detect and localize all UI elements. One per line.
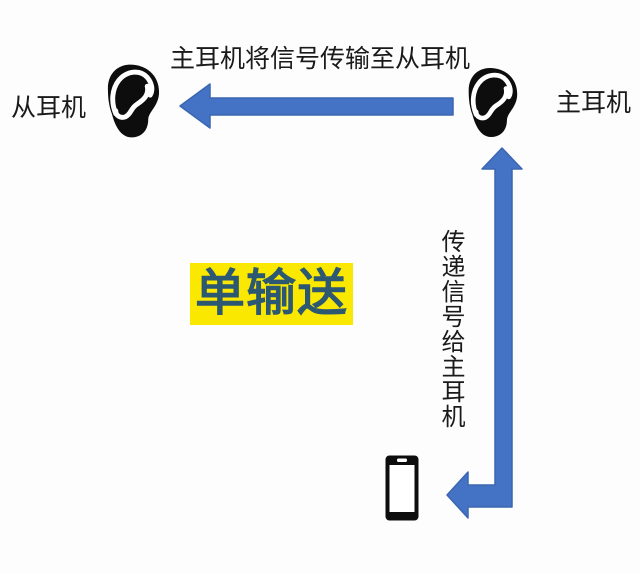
single-transmission-note: 单输送	[190, 263, 353, 325]
up-left-elbow-arrow-icon	[446, 147, 523, 519]
side-arrow-caption: 传递信号给主耳机	[437, 229, 464, 429]
main-earbud-label: 主耳机	[556, 89, 632, 117]
ear-icon	[107, 64, 160, 138]
phone-screen	[389, 465, 415, 512]
smartphone-icon	[385, 455, 419, 521]
slave-earbud-label: 从耳机	[11, 94, 87, 122]
top-arrow-caption: 主耳机将信号传输至从耳机	[169, 45, 470, 73]
phone-speaker-slot	[397, 458, 407, 462]
ear-helix-line	[110, 69, 155, 117]
ear-inner-line	[473, 86, 509, 121]
ear-helix-line	[470, 72, 513, 117]
left-arrow-icon	[179, 83, 454, 129]
ear-icon	[468, 67, 518, 138]
ear-inner-line	[113, 83, 151, 120]
